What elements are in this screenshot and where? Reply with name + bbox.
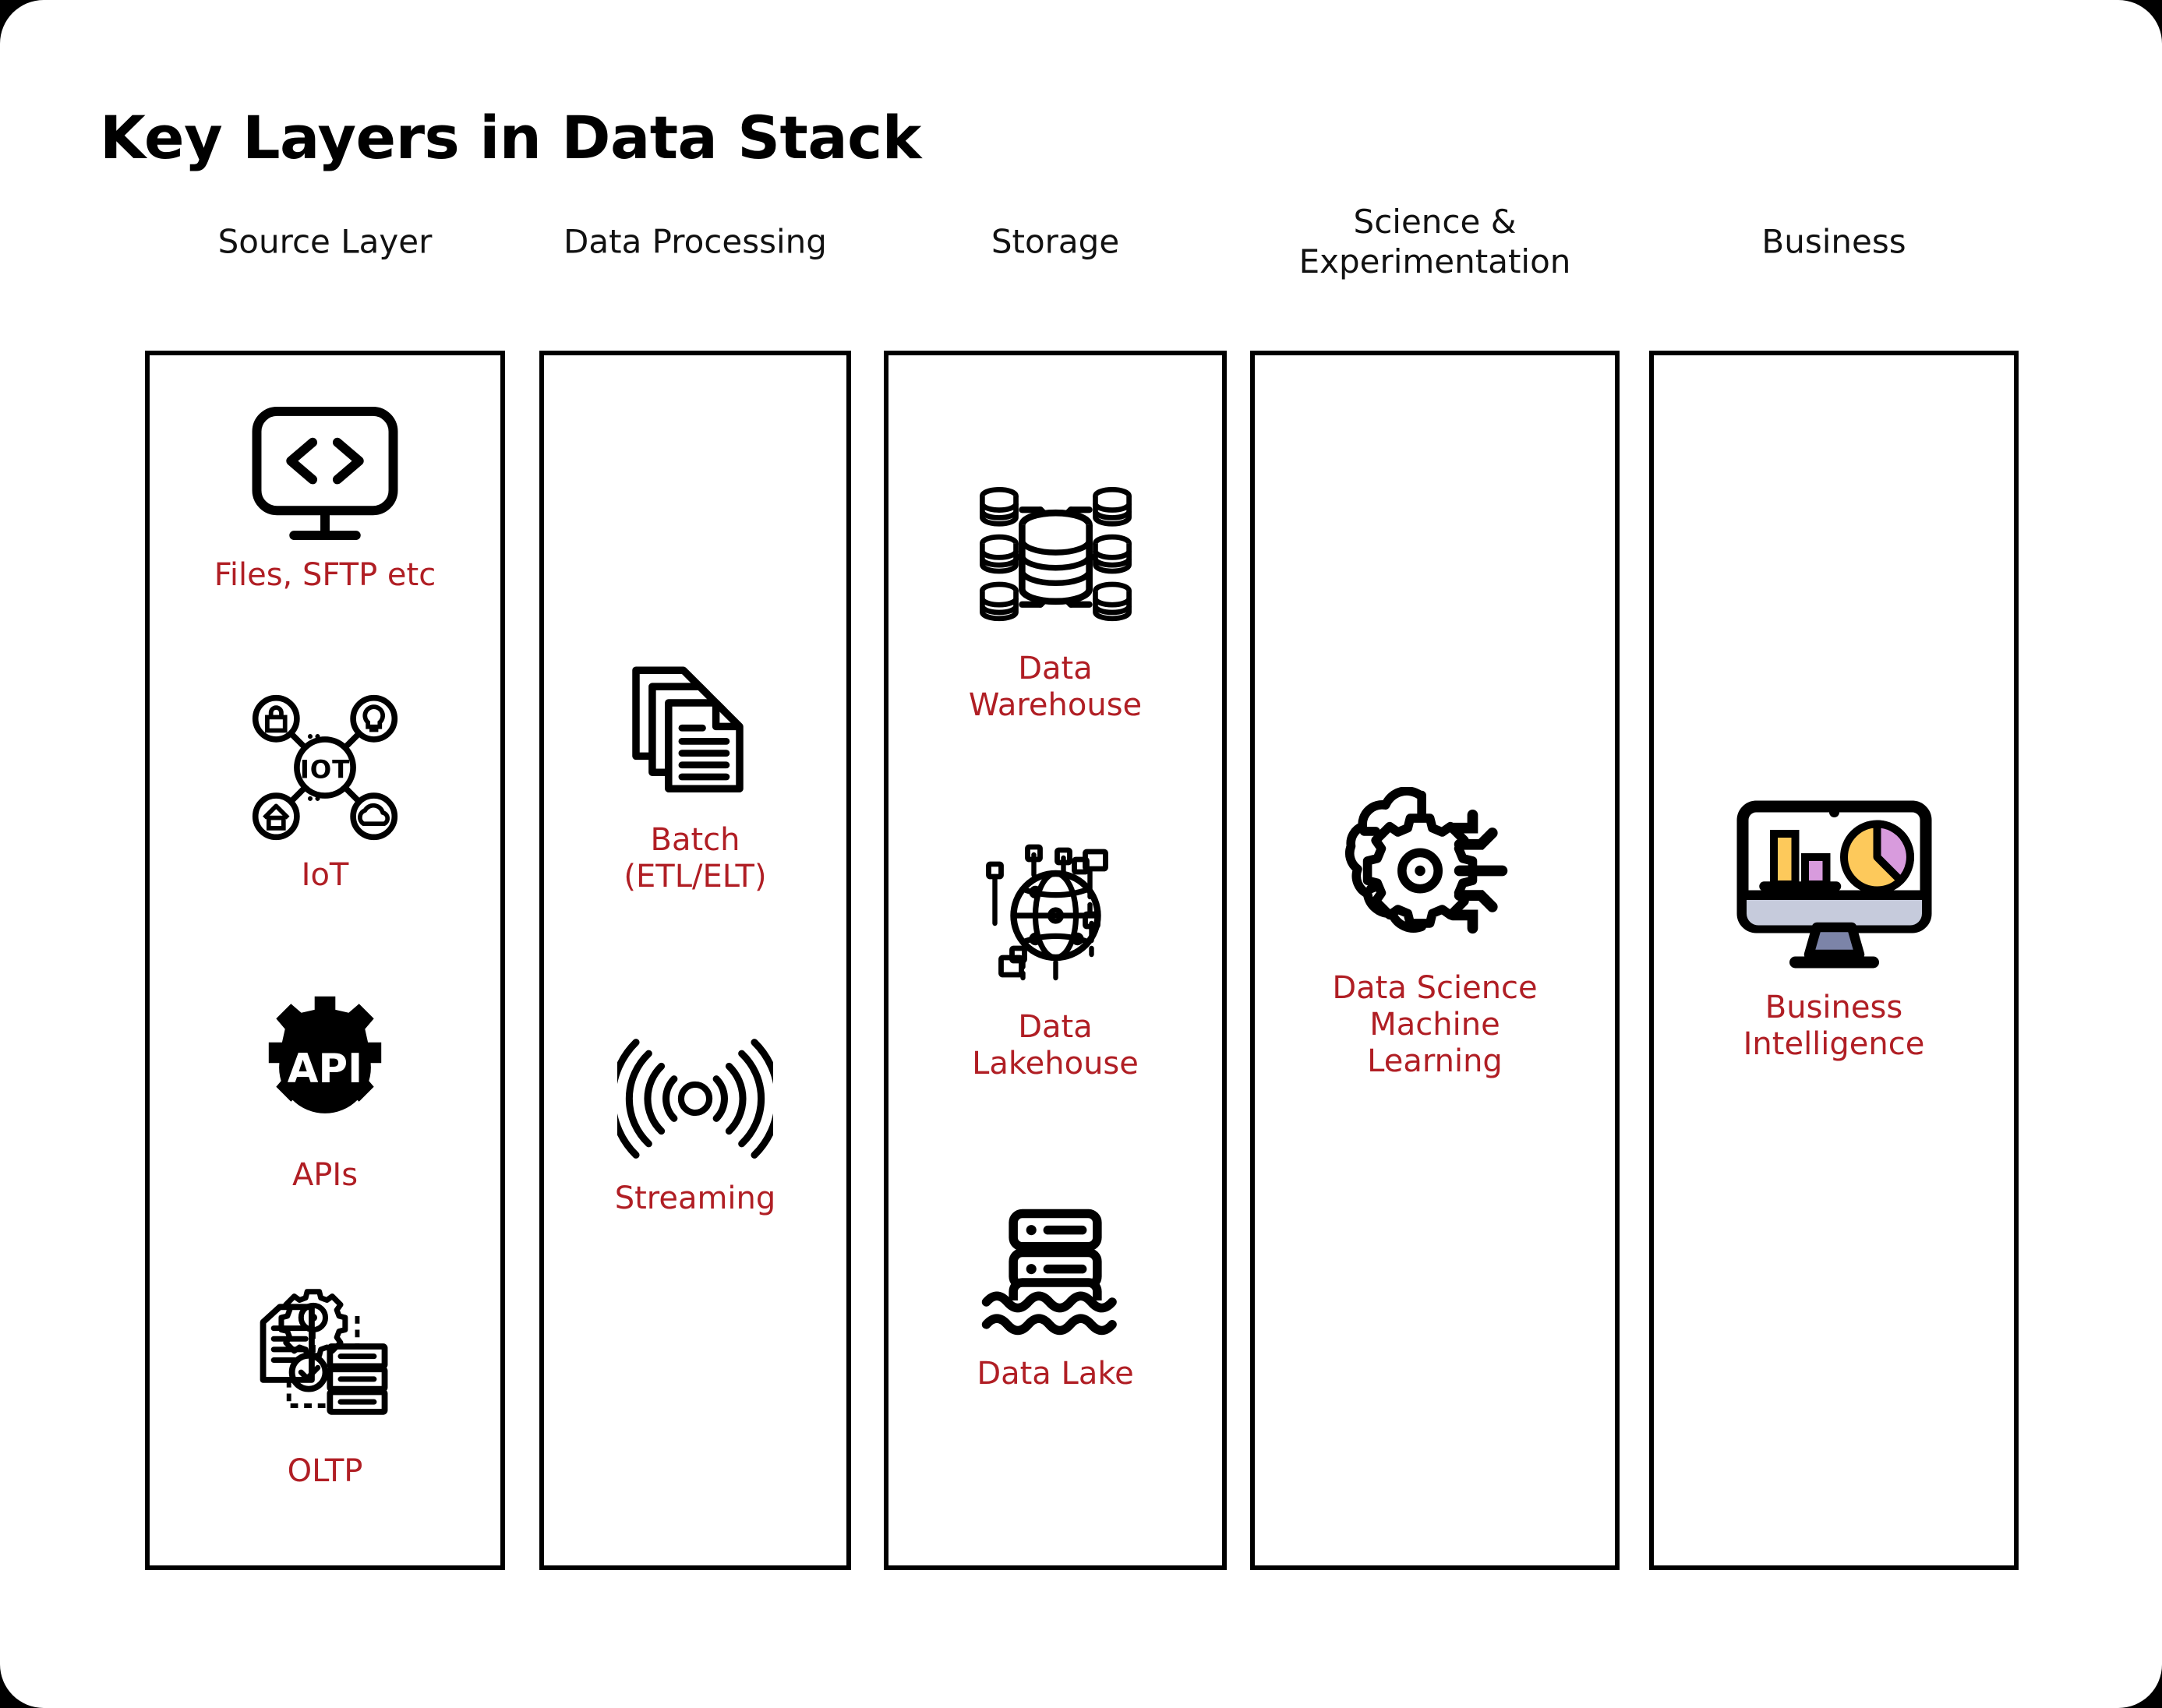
brain-gear-icon	[1250, 787, 1620, 955]
column-data-processing: Data Processing Batch (ETL/ELT)	[539, 0, 851, 1708]
svg-text:API: API	[288, 1046, 362, 1092]
item-label-data-lakehouse: Data Lakehouse	[972, 1009, 1139, 1082]
api-gear-icon: API	[145, 993, 505, 1142]
item-label-oltp: OLTP	[287, 1453, 363, 1489]
item-label-batch: Batch (ETL/ELT)	[624, 822, 767, 895]
column-header-science-experimentation: Science & Experimentation	[1298, 202, 1571, 281]
column-source-layer: Source Layer Files, SFTP etc IOT	[145, 0, 505, 1708]
iot-network-icon: IOT	[145, 693, 505, 842]
dashboard-monitor-icon	[1649, 799, 2019, 974]
column-header-source-layer: Source Layer	[217, 222, 433, 261]
column-header-storage: Storage	[991, 222, 1120, 261]
item-label-data-science-ml: Data Science Machine Learning	[1332, 970, 1538, 1080]
item-data-lake[interactable]: Data Lake	[884, 1204, 1227, 1392]
item-streaming[interactable]: Streaming	[539, 1032, 851, 1217]
database-cluster-icon	[884, 479, 1227, 635]
column-header-data-processing: Data Processing	[563, 222, 827, 261]
column-box-data-processing	[539, 351, 851, 1570]
item-batch[interactable]: Batch (ETL/ELT)	[539, 658, 851, 895]
item-data-science-ml[interactable]: Data Science Machine Learning	[1250, 787, 1620, 1081]
svg-text:IOT: IOT	[300, 754, 350, 784]
column-business: Business	[1649, 0, 2019, 1708]
column-storage: Storage	[884, 0, 1227, 1708]
item-label-apis: APIs	[291, 1157, 359, 1193]
code-monitor-icon	[145, 405, 505, 542]
stacked-documents-icon	[539, 658, 851, 806]
item-files-sftp[interactable]: Files, SFTP etc	[145, 405, 505, 594]
item-label-streaming: Streaming	[614, 1180, 776, 1216]
page-title: Key Layers in Data Stack	[100, 103, 921, 172]
oltp-transaction-icon	[145, 1286, 505, 1438]
server-water-icon	[884, 1204, 1227, 1340]
column-header-business: Business	[1761, 222, 1906, 261]
item-oltp[interactable]: OLTP	[145, 1286, 505, 1490]
broadcast-waves-icon	[539, 1032, 851, 1165]
item-business-intelligence[interactable]: Business Intelligence	[1649, 799, 2019, 1063]
item-iot[interactable]: IOT	[145, 693, 505, 894]
item-label-files-sftp: Files, SFTP etc	[214, 557, 436, 593]
item-label-business-intelligence: Business Intelligence	[1743, 990, 1925, 1063]
column-box-science-experimentation	[1250, 351, 1620, 1570]
item-label-data-warehouse: Data Warehouse	[968, 651, 1143, 724]
item-label-data-lake: Data Lake	[977, 1356, 1134, 1392]
item-apis[interactable]: API APIs	[145, 993, 505, 1194]
globe-network-icon	[884, 838, 1227, 993]
column-science-experimentation: Science & Experimentation	[1250, 0, 1620, 1708]
item-data-lakehouse[interactable]: Data Lakehouse	[884, 838, 1227, 1082]
item-data-warehouse[interactable]: Data Warehouse	[884, 479, 1227, 724]
item-label-iot: IoT	[301, 857, 349, 893]
